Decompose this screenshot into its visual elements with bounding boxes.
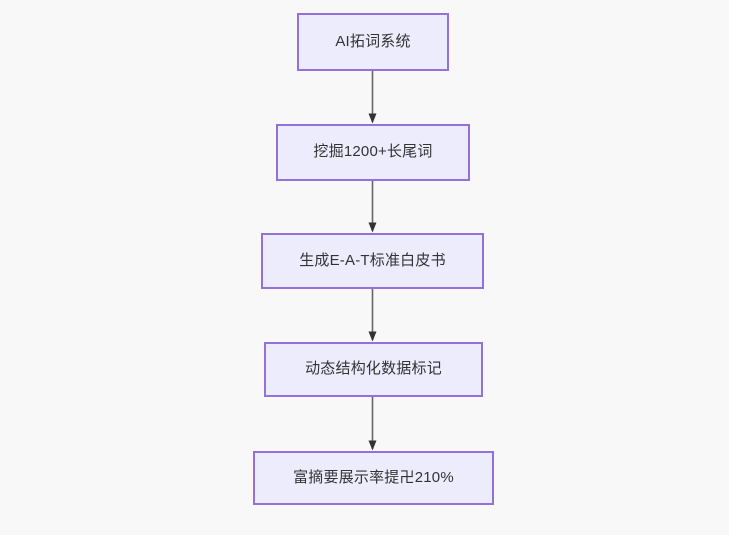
flow-node-ai-keyword-system[interactable]: AI拓词系统: [297, 13, 449, 71]
flow-node-label: 动态结构化数据标记: [305, 360, 442, 378]
flow-node-label: 挖掘1200+长尾词: [313, 143, 433, 161]
flow-node-generate-eat-whitepaper[interactable]: 生成E-A-T标准白皮书: [261, 233, 484, 289]
flow-node-dynamic-structured-data-markup[interactable]: 动态结构化数据标记: [264, 342, 483, 397]
flow-node-label: 生成E-A-T标准白皮书: [299, 251, 446, 269]
flow-node-label: AI拓词系统: [335, 32, 411, 50]
flow-node-rich-snippet-rate-increase[interactable]: 富摘要展示率提卍210%: [253, 451, 494, 505]
flow-node-mine-longtail-keywords[interactable]: 挖掘1200+长尾词: [276, 124, 470, 181]
flow-node-label: 富摘要展示率提卍210%: [293, 468, 454, 486]
